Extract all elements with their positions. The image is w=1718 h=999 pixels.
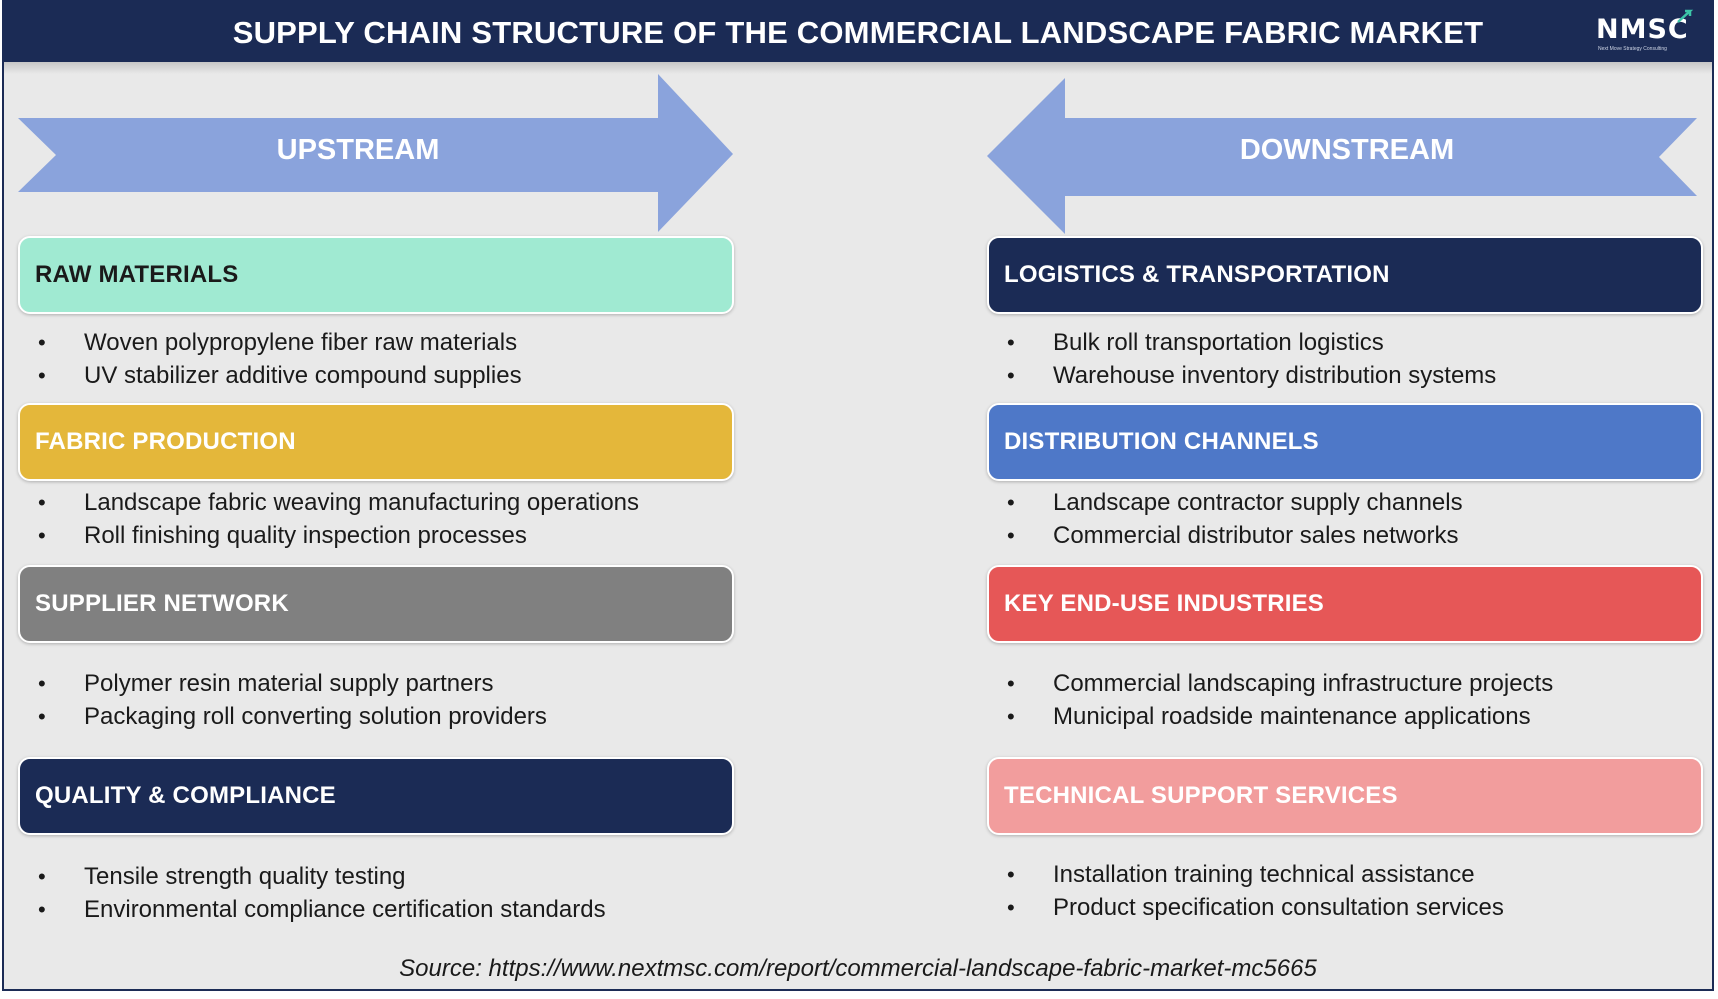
stage-title: DISTRIBUTION CHANNELS <box>1004 428 1319 455</box>
bullet-icon: • <box>1007 523 1015 548</box>
logo-arrow-icon <box>1677 9 1694 23</box>
list-item: • Product specification consultation serv… <box>987 891 1504 924</box>
bullet-text: Municipal roadside maintenance applicati… <box>1053 703 1531 730</box>
list-item: • UV stabilizer additive compound supplie… <box>18 359 522 392</box>
list-item: • Polymer resin material supply partners <box>18 667 547 700</box>
bullet-icon: • <box>1007 330 1015 355</box>
bullet-icon: • <box>38 864 46 889</box>
list-item: • Landscape fabric weaving manufacturing … <box>18 486 639 519</box>
stage-logistics-transportation: LOGISTICS & TRANSPORTATION <box>987 236 1703 314</box>
bullet-icon: • <box>1007 862 1015 887</box>
bullet-text: UV stabilizer additive compound supplies <box>84 362 522 389</box>
bullet-text: Environmental compliance certification s… <box>84 896 606 923</box>
bullet-icon: • <box>1007 704 1015 729</box>
stage-quality-compliance: QUALITY & COMPLIANCE <box>18 757 734 835</box>
bullet-text: Landscape contractor supply channels <box>1053 489 1463 516</box>
bullet-text: Product specification consultation servi… <box>1053 894 1504 921</box>
bullet-text: Woven polypropylene fiber raw materials <box>84 329 518 356</box>
list-item: • Warehouse inventory distribution system… <box>987 359 1496 392</box>
bullet-icon: • <box>38 523 46 548</box>
bullet-icon: • <box>38 704 46 729</box>
nmsc-logo: NMSC Next Move Strategy Consulting <box>1596 9 1694 54</box>
bullet-icon: • <box>38 671 46 696</box>
list-item: • Woven polypropylene fiber raw materials <box>18 326 522 359</box>
stage-bullet-list: •Polymer resin material supply partners … <box>18 667 547 733</box>
stage-raw-materials: RAW MATERIALS <box>18 236 734 314</box>
source-citation: Source: https://www.nextmsc.com/report/c… <box>399 955 1317 982</box>
list-item: • Packaging roll converting solution prov… <box>18 700 547 733</box>
downstream-arrow-shape <box>987 78 1697 234</box>
bullet-text: Commercial landscaping infrastructure pr… <box>1053 670 1554 697</box>
stage-distribution-channels: DISTRIBUTION CHANNELS <box>987 403 1703 481</box>
bullet-text: Roll finishing quality inspection proces… <box>84 522 527 549</box>
list-item: • Roll finishing quality inspection proce… <box>18 519 639 552</box>
list-item: • Tensile strength quality testing <box>18 860 606 893</box>
title-bar-shadow <box>4 62 1712 74</box>
bullet-text: Polymer resin material supply partners <box>84 670 494 697</box>
bullet-icon: • <box>1007 895 1015 920</box>
list-item: • Installation training technical assista… <box>987 858 1504 891</box>
stage-title: RAW MATERIALS <box>35 261 239 288</box>
list-item: • Landscape contractor supply channels <box>987 486 1463 519</box>
upstream-label: UPSTREAM <box>276 134 440 166</box>
stage-bullet-list: • Commercial landscaping infrastructure p… <box>987 667 1553 733</box>
bullet-text: Bulk roll transportation logistics <box>1053 329 1384 356</box>
bullet-text: Tensile strength quality testing <box>84 863 406 890</box>
stage-fabric-production: FABRIC PRODUCTION <box>18 403 734 481</box>
downstream-label: DOWNSTREAM <box>1239 134 1455 166</box>
bullet-icon: • <box>38 330 46 355</box>
stage-bullet-list: • Tensile strength quality testing • Envir… <box>18 860 606 926</box>
list-item: • Municipal roadside maintenance applicat… <box>987 700 1553 733</box>
stage-title: FABRIC PRODUCTION <box>35 428 296 455</box>
bullet-icon: • <box>38 490 46 515</box>
stage-title: SUPPLIER NETWORK <box>35 590 289 617</box>
logo-subtext: Next Move Strategy Consulting <box>1598 46 1667 52</box>
bullet-text: Commercial distributor sales networks <box>1053 522 1459 549</box>
bullet-icon: • <box>1007 363 1015 388</box>
stage-title: KEY END-USE INDUSTRIES <box>1004 590 1325 617</box>
bullet-text: Warehouse inventory distribution systems <box>1053 362 1497 389</box>
stage-title: QUALITY & COMPLIANCE <box>35 782 336 809</box>
stage-bullet-list: • Installation training technical assista… <box>987 858 1504 924</box>
stage-bullet-list: • Woven polypropylene fiber raw materials… <box>18 326 522 392</box>
title-bar <box>4 2 1712 62</box>
bullet-icon: • <box>1007 490 1015 515</box>
bullet-text: Packaging roll converting solution provi… <box>84 703 547 730</box>
upstream-arrow-shape <box>18 74 733 232</box>
page-title: SUPPLY CHAIN STRUCTURE OF THE COMMERCIAL… <box>232 15 1484 50</box>
stage-bullet-list: • Bulk roll transportation logistics • War… <box>987 326 1496 392</box>
list-item: • Commercial landscaping infrastructure p… <box>987 667 1553 700</box>
stage-technical-support-services: TECHNICAL SUPPORT SERVICES <box>987 757 1703 835</box>
bullet-icon: • <box>1007 671 1015 696</box>
stage-title: LOGISTICS & TRANSPORTATION <box>1004 261 1390 288</box>
stage-bullet-list: • Landscape fabric weaving manufacturing … <box>18 486 639 552</box>
bullet-text: Installation training technical assistan… <box>1053 861 1475 888</box>
stage-title: TECHNICAL SUPPORT SERVICES <box>1004 782 1398 809</box>
bullet-icon: • <box>38 897 46 922</box>
bullet-text: Landscape fabric weaving manufacturing o… <box>84 489 640 516</box>
list-item: • Bulk roll transportation logistics <box>987 326 1496 359</box>
list-item: • Environmental compliance certification … <box>18 893 606 926</box>
stage-supplier-network: SUPPLIER NETWORK <box>18 565 734 643</box>
upstream-arrow: UPSTREAM <box>18 74 738 234</box>
stage-key-end-use-industries: KEY END-USE INDUSTRIES <box>987 565 1703 643</box>
bullet-icon: • <box>38 363 46 388</box>
stage-bullet-list: • Landscape contractor supply channels • C… <box>987 486 1463 552</box>
list-item: • Commercial distributor sales networks <box>987 519 1463 552</box>
logo-text: NMSC <box>1596 14 1689 45</box>
downstream-arrow: DOWNSTREAM <box>987 78 1707 238</box>
